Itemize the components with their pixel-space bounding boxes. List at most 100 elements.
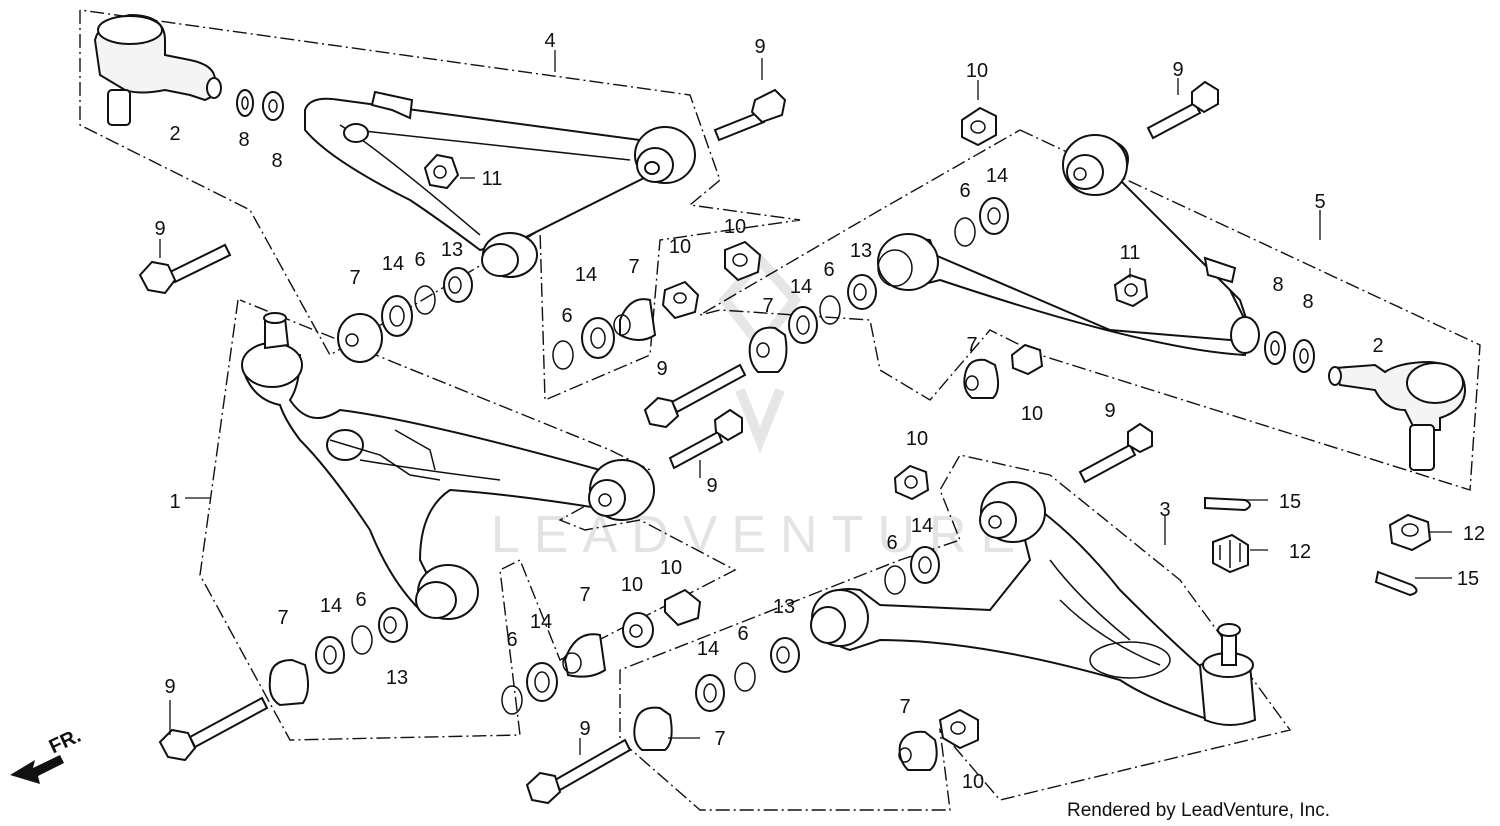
callout-6: 6 [506,629,517,651]
nut-10-top-right [961,106,997,147]
callout-7: 7 [714,728,725,750]
callout-7: 7 [277,607,288,629]
callout-7: 7 [628,256,639,278]
callout-7: 7 [349,267,360,289]
washers-8-right [1264,331,1315,373]
callout-9: 9 [1104,400,1115,422]
callout-6: 6 [561,305,572,327]
bushing-nut-right [963,343,1044,399]
washer-set-lower-right [884,546,940,595]
upper-arm-left [304,90,696,278]
credit-text: Rendered by LeadVenture, Inc. [1066,800,1330,821]
callout-7: 7 [579,584,590,606]
bolt-9-lower-front [668,408,743,470]
bolt-9-left [138,243,232,295]
callout-8: 8 [271,150,282,172]
callout-14: 14 [986,165,1008,187]
callout-2-left: 2 [169,123,180,145]
callout-9: 9 [706,475,717,497]
callout-2-right: 2 [1372,335,1383,357]
callout-9: 9 [154,218,165,240]
callout-9: 9 [754,36,765,58]
bushing-set-lower-mid [501,588,702,715]
callout-14: 14 [697,638,719,660]
callout-6: 6 [414,249,425,271]
bushing-set-upper-mid [552,280,700,370]
callout-10: 10 [660,557,682,579]
callout-11: 11 [1120,242,1141,264]
callout-7: 7 [966,334,977,356]
lower-arm-right [810,481,1257,726]
bolt-9-top-right [1146,80,1219,140]
callout-9: 9 [164,676,175,698]
callout-13: 13 [773,596,795,618]
callout-12: 12 [1463,523,1485,545]
callout-6: 6 [737,623,748,645]
callout-7: 7 [762,295,773,317]
group-border-5 [699,129,1481,491]
lower-arm-left [241,312,655,620]
callout-14: 14 [320,595,342,617]
castle-nut-lower [1212,533,1249,574]
bushing-set-lower-right [633,637,800,751]
castle-nut-upper [1388,513,1432,552]
nut-11-left [423,153,460,190]
upper-arm-right [877,134,1260,357]
bolt-9-top [713,88,787,142]
watermark-text: LEADVENTURE [491,506,1029,564]
bushing-set-lower-left [268,607,408,707]
callout-4: 4 [544,30,555,52]
callout-10: 10 [669,236,691,258]
bolt-9-lower-right [1078,422,1153,484]
callout-10: 10 [621,574,643,596]
callout-10: 10 [962,771,984,793]
callout-14: 14 [911,515,933,537]
callout-13: 13 [386,667,408,689]
front-direction-label: FR. [46,725,84,759]
nut-10-lower-right [893,464,930,501]
callout-13: 13 [850,240,872,262]
washers-8-left [236,89,284,121]
callout-13: 13 [441,239,463,261]
ball-joint-upper-left [93,13,222,126]
callout-14: 14 [575,264,597,286]
bushing-set-upper-right [748,274,877,373]
bolt-9-bottom-mid [525,738,632,805]
callout-8: 8 [1302,291,1313,313]
callout-7: 7 [899,696,910,718]
callout-3: 3 [1159,499,1170,521]
callout-12: 12 [1289,541,1311,563]
callout-14: 14 [790,276,812,298]
callout-9: 9 [656,358,667,380]
cotter-pin-lower [1374,570,1418,597]
washer-set-upper-right [954,197,1009,247]
callout-6: 6 [823,259,834,281]
nut-10-top [724,240,762,282]
bushing-nut-bottom-right [898,708,979,771]
callout-15: 15 [1279,491,1301,513]
callout-10: 10 [724,216,746,238]
nut-11-right [1113,273,1149,308]
front-direction-arrow: FR. [10,725,84,784]
callout-6: 6 [959,180,970,202]
callout-10: 10 [906,428,928,450]
callout-14: 14 [530,611,552,633]
callout-9: 9 [1172,59,1183,81]
callout-10: 10 [1021,403,1043,425]
callout-1: 1 [169,491,180,513]
ball-joint-upper-right [1328,360,1467,471]
bushing-set-upper-left [337,267,473,363]
callout-6: 6 [355,589,366,611]
callout-6: 6 [886,532,897,554]
callout-15: 15 [1457,568,1479,590]
callout-8: 8 [1272,274,1283,296]
callout-10: 10 [966,60,988,82]
callout-8: 8 [238,129,249,151]
bolt-9-mid [643,363,747,429]
bolt-9-bottom-left [158,696,269,762]
callout-14: 14 [382,253,404,275]
callout-5: 5 [1314,191,1325,213]
callout-9: 9 [579,718,590,740]
callout-labels: 1 2 2 3 4 5 6 6 6 6 6 6 6 6 7 7 7 7 7 7 … [154,30,1485,793]
